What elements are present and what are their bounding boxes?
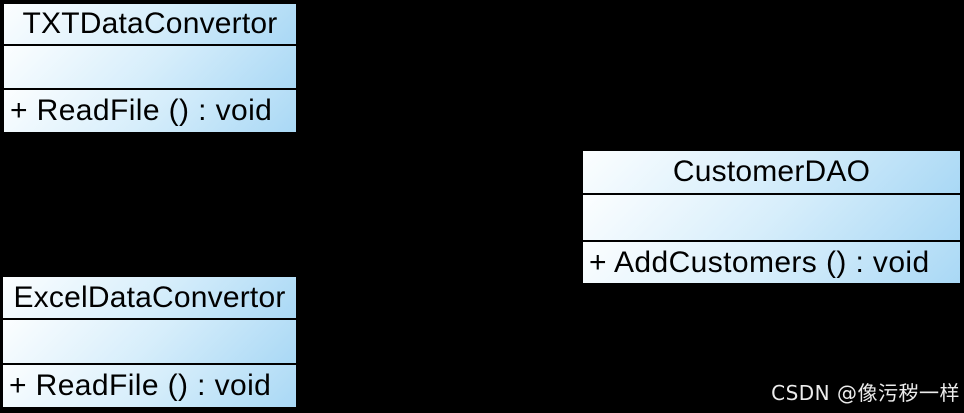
attributes-compartment bbox=[583, 195, 960, 242]
methods-compartment: + ReadFile () : void bbox=[4, 90, 296, 132]
class-name-compartment: CustomerDAO bbox=[583, 151, 960, 195]
uml-class-txt-data-convertor[interactable]: TXTDataConvertor + ReadFile () : void bbox=[2, 2, 298, 134]
method-label: + ReadFile () : void bbox=[10, 94, 273, 127]
attributes-compartment bbox=[4, 46, 296, 90]
class-name-compartment: ExcelDataConvertor bbox=[3, 277, 296, 320]
uml-class-excel-data-convertor[interactable]: ExcelDataConvertor + ReadFile () : void bbox=[1, 275, 298, 409]
attributes-compartment bbox=[3, 320, 296, 365]
csdn-watermark: CSDN @像污秽一样 bbox=[771, 381, 960, 405]
class-name-compartment: TXTDataConvertor bbox=[4, 4, 296, 46]
uml-class-customer-dao[interactable]: CustomerDAO + AddCustomers () : void bbox=[581, 149, 962, 285]
methods-compartment: + ReadFile () : void bbox=[3, 365, 296, 407]
method-label: + AddCustomers () : void bbox=[589, 245, 930, 279]
methods-compartment: + AddCustomers () : void bbox=[583, 242, 960, 283]
class-name: CustomerDAO bbox=[672, 155, 871, 188]
method-label: + ReadFile () : void bbox=[9, 369, 272, 402]
class-name: TXTDataConvertor bbox=[22, 7, 278, 40]
class-name: ExcelDataConvertor bbox=[13, 280, 286, 314]
